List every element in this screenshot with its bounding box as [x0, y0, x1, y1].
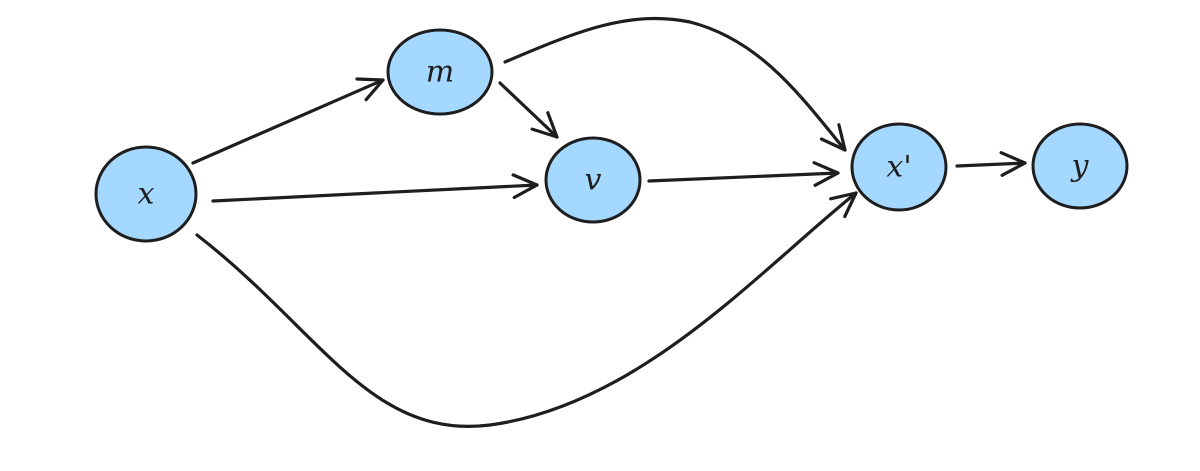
node-m: m	[386, 28, 494, 116]
arrowhead-x-xp	[829, 191, 858, 219]
nodes-layer: x m v x' y	[94, 28, 1129, 243]
edge-v-xp	[647, 161, 840, 187]
arrowhead-x-v	[511, 173, 539, 200]
node-label-y: y	[1070, 149, 1090, 184]
edge-line-m-xp	[503, 16, 847, 152]
node-y: y	[1031, 122, 1129, 210]
edge-line-x-m	[191, 78, 385, 165]
node-label-m: m	[426, 55, 454, 90]
arrowhead-xp-y	[999, 151, 1027, 177]
node-circle-xp	[850, 122, 948, 212]
edge-x-m	[191, 77, 385, 165]
arrowhead-v-xp	[812, 161, 840, 187]
edge-line-m-v	[498, 81, 559, 139]
edge-m-xp	[503, 16, 847, 152]
node-circle-x	[94, 145, 198, 243]
edge-x-xp	[195, 191, 858, 428]
edge-xp-y	[955, 151, 1027, 177]
edge-line-x-xp	[195, 191, 858, 428]
arrowhead-m-v	[530, 111, 559, 139]
arrowhead-x-m	[355, 77, 385, 102]
node-circle-v	[544, 136, 642, 224]
edge-x-v	[211, 173, 539, 203]
edge-line-x-v	[211, 183, 539, 203]
node-circle-m	[386, 28, 494, 116]
edge-line-xp-y	[955, 161, 1027, 168]
node-label-v: v	[585, 163, 602, 198]
edge-m-v	[498, 81, 559, 139]
node-label-xp: x'	[886, 150, 911, 185]
edges-layer	[191, 16, 1027, 428]
node-v: v	[544, 136, 642, 224]
edge-line-v-xp	[647, 171, 840, 183]
node-label-x: x	[138, 177, 155, 212]
node-xp: x'	[850, 122, 948, 212]
arrowhead-m-xp	[819, 123, 847, 152]
node-x: x	[94, 145, 198, 243]
node-circle-y	[1031, 122, 1129, 210]
